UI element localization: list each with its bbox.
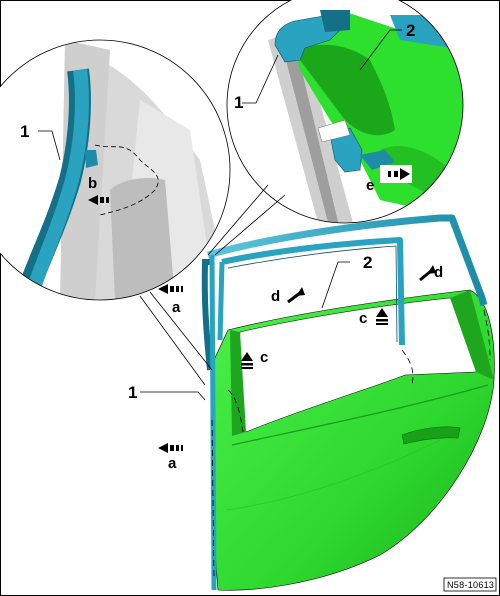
label-b: b bbox=[88, 175, 97, 192]
label-c-right: c bbox=[359, 310, 367, 327]
label-part-1-main: 1 bbox=[128, 383, 137, 402]
label-a-lower: a bbox=[168, 455, 177, 472]
arrow-push-icon bbox=[88, 195, 109, 205]
detail-view-right bbox=[227, 0, 463, 223]
arrow-up-icon bbox=[241, 352, 253, 369]
leader-lines bbox=[38, 29, 402, 401]
reference-code-box: N58-10613 bbox=[443, 577, 497, 592]
arrow-left-icon bbox=[158, 443, 183, 453]
detail-circle-right bbox=[226, 0, 464, 224]
arrow-diagonal-icon bbox=[287, 287, 305, 304]
arrow-left-icon bbox=[158, 284, 183, 294]
label-d-right: d bbox=[434, 264, 443, 281]
label-e: e bbox=[366, 177, 374, 194]
reference-code: N58-10613 bbox=[447, 580, 494, 590]
arrow-diagonal-icon bbox=[419, 265, 436, 282]
label-a-upper: a bbox=[172, 299, 181, 316]
rear-door-panel bbox=[211, 289, 495, 591]
label-part-2-main: 2 bbox=[363, 253, 372, 272]
detail-circle-left bbox=[0, 39, 231, 301]
label-c-left: c bbox=[260, 349, 268, 366]
label-part-2-detail-right: 2 bbox=[406, 21, 415, 40]
arrow-up-icon bbox=[376, 308, 388, 325]
label-part-1-detail-left: 1 bbox=[20, 122, 29, 141]
detail-view-left bbox=[0, 40, 230, 300]
detail-connector-lines bbox=[139, 184, 286, 386]
label-part-1-detail-right: 1 bbox=[234, 93, 243, 112]
hidden-lines bbox=[211, 309, 491, 581]
label-d-left: d bbox=[271, 288, 280, 305]
arrow-push-icon bbox=[380, 165, 412, 183]
